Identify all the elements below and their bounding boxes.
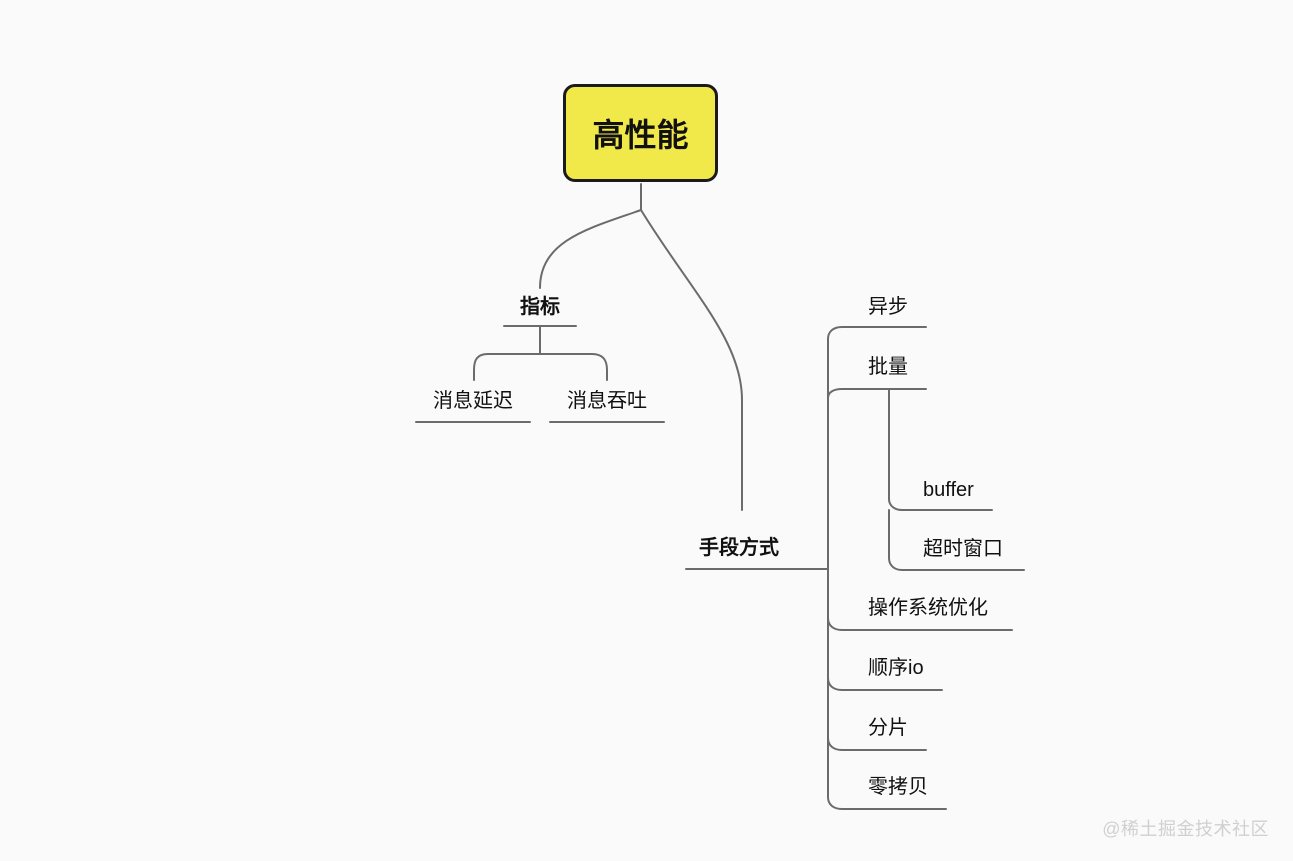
connector-root-methods — [640, 209, 743, 511]
latency-node: 消息延迟 — [433, 390, 513, 412]
connector-methods-async — [827, 326, 927, 340]
root-label: 高性能 — [592, 117, 689, 153]
buffer-node: buffer — [923, 479, 974, 501]
os-optimization-node: 操作系统优化 — [868, 597, 988, 619]
methods-node: 手段方式 — [699, 537, 779, 559]
sharding-node: 分片 — [868, 717, 908, 739]
async-node: 异步 — [868, 296, 908, 318]
connector-metrics-latency — [473, 353, 541, 381]
connector-metrics-throughput — [539, 353, 608, 381]
connector-root-metrics — [539, 209, 642, 289]
sequential-io-node: 顺序io — [868, 657, 924, 679]
watermark: @稀土掘金技术社区 — [1102, 819, 1269, 839]
throughput-node: 消息吞吐 — [567, 390, 647, 412]
connector-methods-batch — [827, 388, 927, 399]
root-node: 高性能 — [563, 84, 718, 182]
zero-copy-node: 零拷贝 — [868, 776, 928, 798]
timeout-window-node: 超时窗口 — [923, 538, 1003, 560]
metrics-node: 指标 — [520, 296, 560, 318]
batch-node: 批量 — [868, 356, 908, 378]
